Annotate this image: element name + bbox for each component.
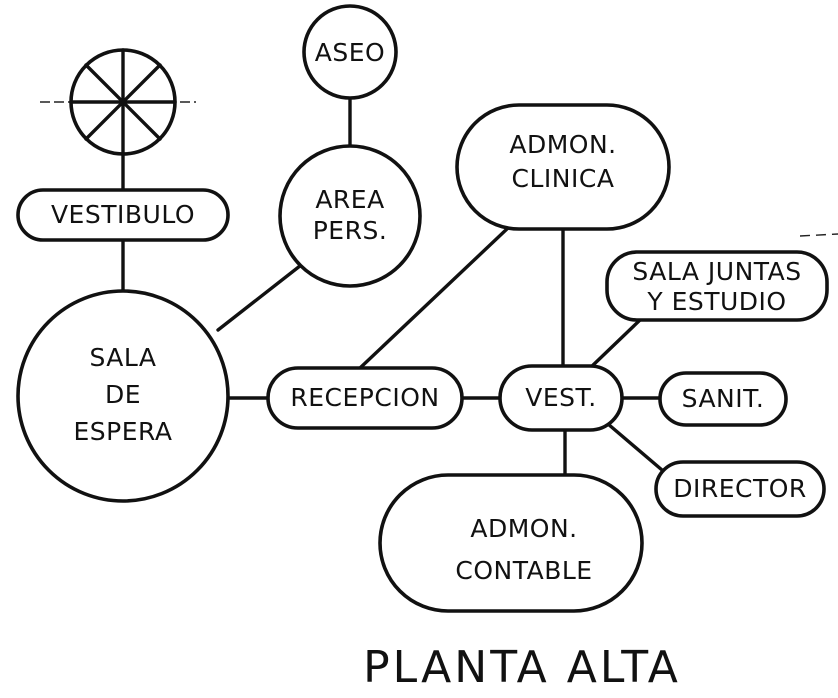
- admon-contable-label-line1: ADMON.: [470, 514, 577, 543]
- node-area-pers: AREA PERS.: [278, 144, 422, 288]
- node-director: DIRECTOR: [654, 460, 826, 518]
- sala-juntas-label-line2: Y ESTUDIO: [646, 287, 786, 316]
- admon-contable-label-line2: CONTABLE: [455, 556, 592, 585]
- vest-label: VEST.: [525, 383, 597, 412]
- node-admon-contable: ADMON. CONTABLE: [378, 473, 644, 613]
- sala-espera-label-line1: SALA: [89, 343, 156, 372]
- area-pers-label-line1: AREA: [315, 185, 384, 214]
- sala-espera-label-line3: ESPERA: [74, 417, 173, 446]
- sala-juntas-label-line1: SALA JUNTAS: [632, 257, 801, 286]
- node-recepcion: RECEPCION: [266, 366, 464, 430]
- node-sala-juntas: SALA JUNTAS Y ESTUDIO: [605, 250, 829, 322]
- admon-clinica-label-line1: ADMON.: [509, 130, 616, 159]
- edge-dash-line: [799, 233, 838, 237]
- node-vest: VEST.: [498, 364, 624, 432]
- node-aseo: ASEO: [302, 4, 398, 100]
- sanit-label: SANIT.: [682, 384, 765, 413]
- admon-clinica-label-line2: CLINICA: [512, 164, 615, 193]
- area-pers-label-line2: PERS.: [313, 216, 388, 245]
- connector-vest-sala-juntas: [588, 318, 642, 370]
- sala-espera-label-line2: DE: [105, 380, 141, 409]
- connector-vest-director: [606, 422, 664, 472]
- connector-recepcion-admon-clinica: [358, 226, 510, 370]
- node-sala-espera: SALA DE ESPERA: [16, 289, 230, 503]
- connectors: [121, 96, 664, 480]
- entrance-symbol-icon: [69, 48, 177, 156]
- node-sanit: SANIT.: [658, 371, 788, 427]
- node-vestibulo: VESTIBULO: [16, 188, 230, 242]
- diagram-title: PLANTA ALTA: [363, 642, 681, 693]
- node-admon-clinica: ADMON. CLINICA: [455, 103, 671, 231]
- aseo-label: ASEO: [315, 38, 385, 67]
- connector-area-pers-sala-espera: [216, 260, 307, 332]
- recepcion-label: RECEPCION: [290, 383, 439, 412]
- vestibulo-label: VESTIBULO: [51, 200, 195, 229]
- director-label: DIRECTOR: [673, 474, 807, 503]
